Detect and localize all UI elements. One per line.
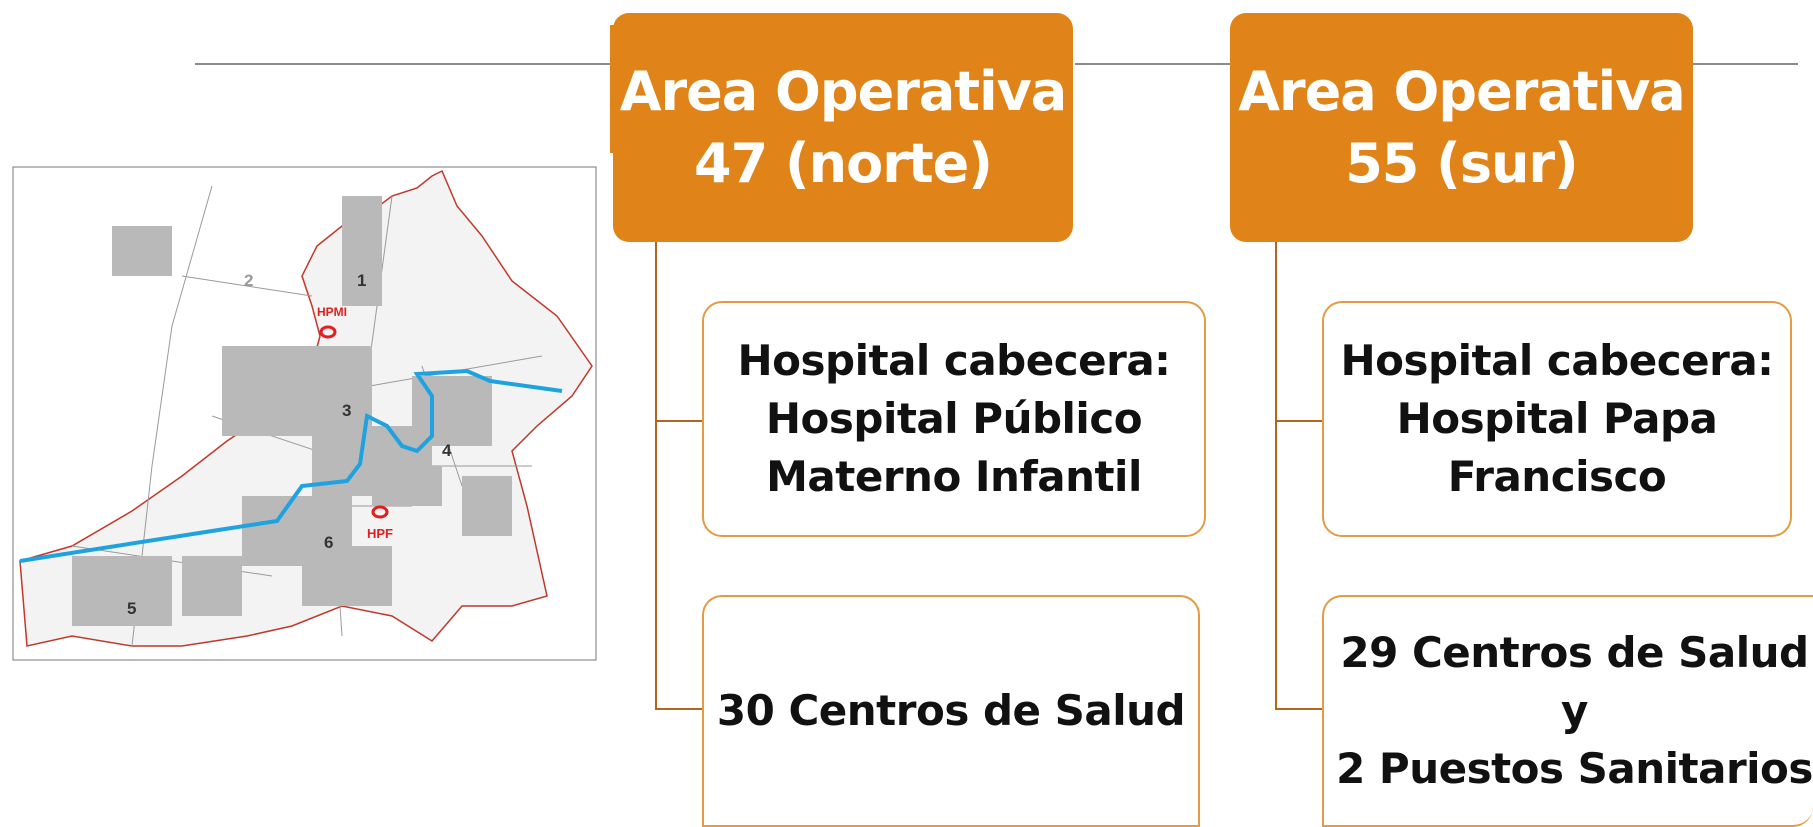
city-map: HPMI HPF 1 2 3 4 5 6	[12, 166, 597, 661]
area-55-connector-hospital	[1275, 420, 1323, 422]
area-55-centers-card: 29 Centros de Salud y 2 Puestos Sanitari…	[1322, 595, 1813, 827]
hpf-label: HPF	[367, 526, 393, 541]
area-47-centers-card: 30 Centros de Salud	[702, 595, 1200, 827]
area-55-connector-vertical	[1275, 242, 1277, 709]
top-rule-right	[1693, 63, 1798, 65]
area-55-connector-centers	[1275, 708, 1323, 710]
top-rule-left	[195, 63, 610, 65]
area-47-connector-centers	[655, 708, 703, 710]
zone-number: 5	[127, 599, 136, 618]
area-47-connector-hospital	[655, 420, 703, 422]
area-47-hospital-card: Hospital cabecera: Hospital Público Mate…	[702, 301, 1206, 537]
area-47-header: Area Operativa 47 (norte)	[613, 13, 1073, 242]
hpf-marker	[371, 505, 389, 519]
hpmi-label: HPMI	[317, 305, 347, 319]
zone-number: 1	[357, 271, 366, 290]
area-55-header: Area Operativa 55 (sur)	[1230, 13, 1693, 242]
zone-number: 6	[324, 533, 333, 552]
top-rule-middle	[1075, 63, 1230, 65]
zone-number: 3	[342, 401, 351, 420]
zone-number: 4	[442, 441, 452, 460]
zone-number: 2	[244, 271, 253, 290]
area-55-hospital-card: Hospital cabecera: Hospital Papa Francis…	[1322, 301, 1792, 537]
north-south-divider	[19, 368, 563, 563]
hpmi-marker	[319, 325, 337, 339]
area-47-connector-vertical	[655, 242, 657, 709]
